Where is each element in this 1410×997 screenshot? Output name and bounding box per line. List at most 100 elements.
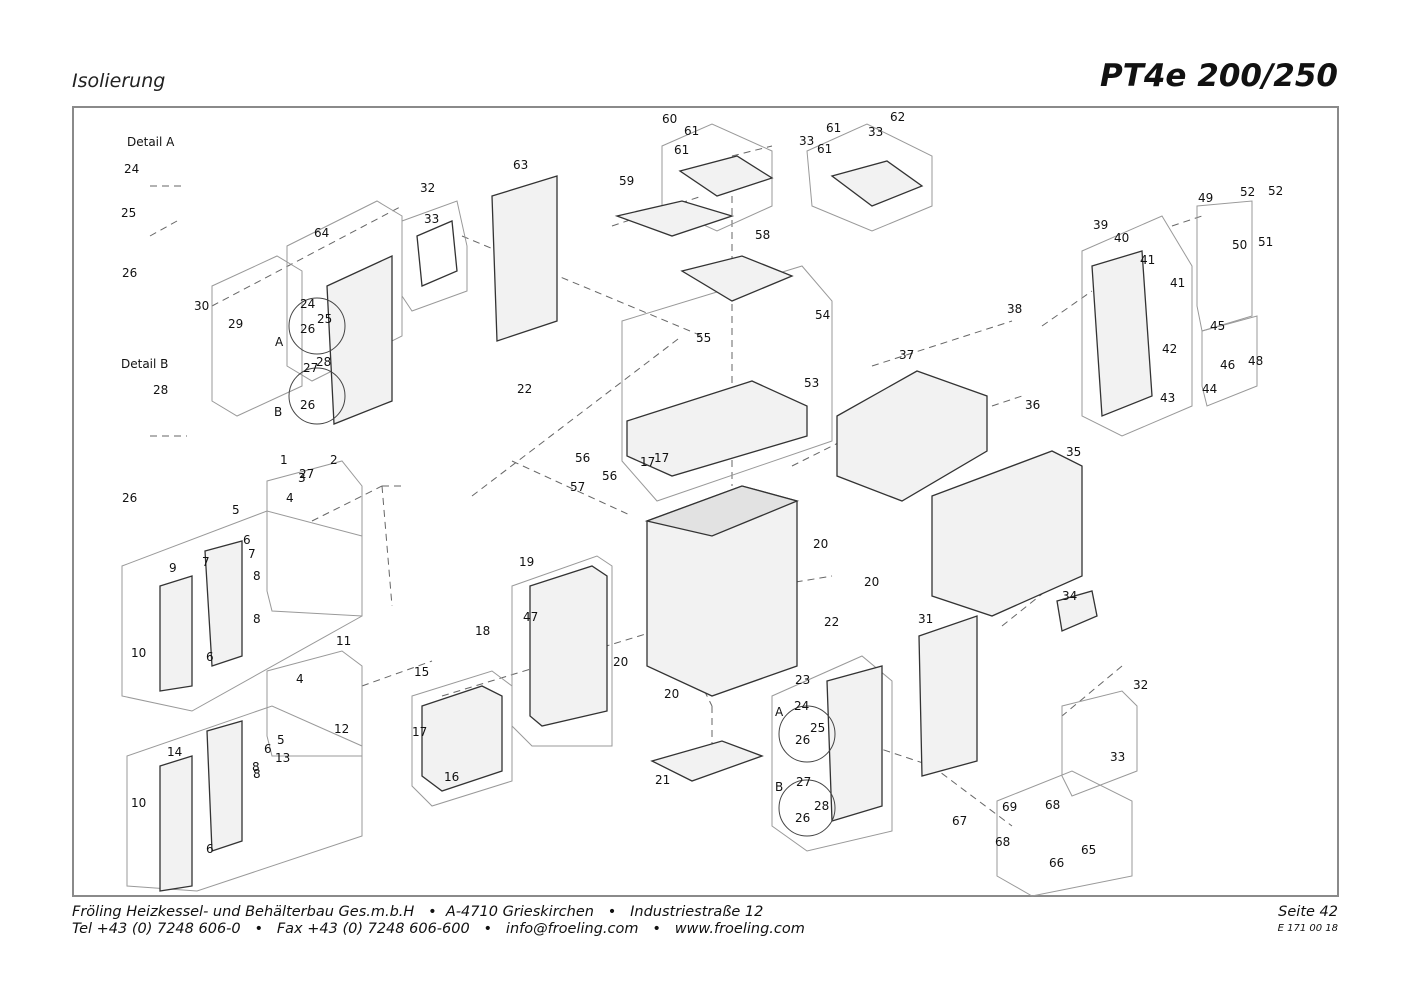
part-number-6: 6 bbox=[264, 742, 272, 756]
part-number-3: 3 bbox=[298, 471, 306, 485]
part-number-28: 28 bbox=[814, 799, 829, 813]
part-number-50: 50 bbox=[1232, 238, 1247, 252]
part-number-49: 49 bbox=[1198, 191, 1213, 205]
part-number-54: 54 bbox=[815, 308, 830, 322]
part-number-66: 66 bbox=[1049, 856, 1064, 870]
part-number-39: 39 bbox=[1093, 218, 1108, 232]
part-number-29: 29 bbox=[228, 317, 243, 331]
part-number-24: 24 bbox=[300, 297, 315, 311]
part-number-20: 20 bbox=[813, 537, 828, 551]
part-number-57: 57 bbox=[570, 480, 585, 494]
part-shapes bbox=[159, 155, 1153, 892]
hood-37 bbox=[836, 370, 988, 502]
panel-6b bbox=[206, 720, 243, 852]
detail-label: A bbox=[275, 335, 284, 349]
part-number-51: 51 bbox=[1258, 235, 1273, 249]
detail-label: A bbox=[775, 705, 784, 719]
cover-60 bbox=[678, 155, 774, 197]
part-number-61: 61 bbox=[826, 121, 841, 135]
detail-label: Detail A bbox=[127, 135, 175, 149]
part-number-13: 13 bbox=[275, 751, 290, 765]
part-number-63: 63 bbox=[513, 158, 528, 172]
part-number-23: 23 bbox=[795, 673, 810, 687]
part-number-43: 43 bbox=[1160, 391, 1175, 405]
part-number-6: 6 bbox=[206, 650, 214, 664]
plate-59 bbox=[614, 200, 735, 237]
part-number-5: 5 bbox=[277, 733, 285, 747]
drawing-frame bbox=[72, 106, 1339, 897]
part-number-42: 42 bbox=[1162, 342, 1177, 356]
part-number-44: 44 bbox=[1202, 382, 1217, 396]
part-number-8: 8 bbox=[253, 569, 261, 583]
part-number-69: 69 bbox=[1002, 800, 1017, 814]
part-number-64: 64 bbox=[314, 226, 329, 240]
part-number-8: 8 bbox=[252, 760, 260, 774]
part-number-28: 28 bbox=[153, 383, 168, 397]
dashed-leader-lines bbox=[149, 145, 1203, 827]
part-number-45: 45 bbox=[1210, 319, 1225, 333]
tray-53 bbox=[626, 380, 808, 477]
part-number-30: 30 bbox=[194, 299, 209, 313]
part-number-20: 20 bbox=[613, 655, 628, 669]
callout-boxes bbox=[121, 123, 1258, 897]
detail-circles bbox=[288, 297, 836, 837]
frame-32 bbox=[416, 220, 458, 287]
part-number-61: 61 bbox=[674, 143, 689, 157]
part-number-32: 32 bbox=[420, 181, 435, 195]
part-number-25: 25 bbox=[317, 312, 332, 326]
model-title: PT4e 200/250 bbox=[1100, 58, 1338, 94]
part-number-60: 60 bbox=[662, 112, 677, 126]
panel-31 bbox=[918, 615, 978, 777]
detail-label: Detail B bbox=[121, 357, 168, 371]
part-number-5: 5 bbox=[232, 503, 240, 517]
panel-6a bbox=[204, 540, 243, 667]
part-number-37: 37 bbox=[899, 348, 914, 362]
part-number-12: 12 bbox=[334, 722, 349, 736]
cover-62 bbox=[830, 160, 924, 207]
part-number-4: 4 bbox=[296, 672, 304, 686]
part-number-10: 10 bbox=[131, 796, 146, 810]
part-number-38: 38 bbox=[1007, 302, 1022, 316]
part-number-1: 1 bbox=[280, 453, 288, 467]
part-number-17: 17 bbox=[640, 455, 655, 469]
part-number-17: 17 bbox=[654, 451, 669, 465]
part-number-20: 20 bbox=[664, 687, 679, 701]
part-number-9: 9 bbox=[169, 561, 177, 575]
door-19 bbox=[529, 565, 608, 727]
part-number-33: 33 bbox=[1110, 750, 1125, 764]
part-number-11: 11 bbox=[336, 634, 351, 648]
panel-9 bbox=[159, 575, 193, 692]
part-number-33: 33 bbox=[424, 212, 439, 226]
part-number-6: 6 bbox=[243, 533, 251, 547]
part-number-6: 6 bbox=[206, 842, 214, 856]
part-number-41: 41 bbox=[1140, 253, 1155, 267]
part-number-27: 27 bbox=[299, 467, 314, 481]
panel-23 bbox=[826, 665, 883, 822]
part-number-26: 26 bbox=[122, 266, 137, 280]
part-number-18: 18 bbox=[475, 624, 490, 638]
part-number-14: 14 bbox=[167, 745, 182, 759]
part-number-4: 4 bbox=[286, 491, 294, 505]
part-number-27: 27 bbox=[303, 361, 318, 375]
part-number-26: 26 bbox=[795, 811, 810, 825]
part-number-40: 40 bbox=[1114, 231, 1129, 245]
part-number-48: 48 bbox=[1248, 354, 1263, 368]
block-34 bbox=[1056, 590, 1098, 632]
frame-39 bbox=[1091, 250, 1153, 417]
detail-label: B bbox=[274, 405, 282, 419]
part-number-27: 27 bbox=[796, 775, 811, 789]
part-number-26: 26 bbox=[300, 322, 315, 336]
panel-14 bbox=[159, 755, 193, 892]
part-number-21: 21 bbox=[655, 773, 670, 787]
part-number-19: 19 bbox=[519, 555, 534, 569]
footer-page-number: Seite 42 bbox=[1278, 904, 1338, 920]
shell-35 bbox=[931, 450, 1083, 617]
part-number-52: 52 bbox=[1268, 184, 1283, 198]
body-top bbox=[644, 485, 800, 537]
part-number-2: 2 bbox=[330, 453, 338, 467]
panel-64 bbox=[326, 254, 393, 425]
part-number-58: 58 bbox=[755, 228, 770, 242]
